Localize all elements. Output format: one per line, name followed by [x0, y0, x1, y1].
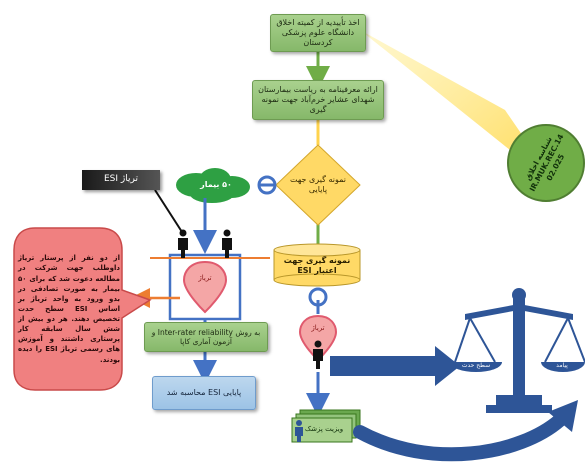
- esi-label-pointer: [154, 189, 183, 233]
- arrow-visit-to-scale-head: [548, 400, 578, 432]
- patients-cloud: [176, 168, 250, 203]
- reliability-diamond: [275, 144, 361, 226]
- inter-rater-text: به روش Inter-rater reliability و آزمون آ…: [151, 327, 261, 346]
- ethics-approval-text: اخذ تأییدیه از کمیته اخلاق دانشگاه علوم …: [276, 18, 360, 47]
- patients-count-text: ۵۰ بیمار: [200, 180, 232, 189]
- person-icon-right: [222, 229, 232, 258]
- triage-pin-right-label: تریاژ: [306, 322, 330, 334]
- person-icon-left: [178, 229, 188, 258]
- person-icon-triage-right: [313, 340, 323, 369]
- arrow-to-scale: [330, 346, 460, 386]
- arrow-visit-to-scale: [353, 413, 567, 462]
- patients-count-label: ۵۰ بیمار: [192, 178, 240, 192]
- reliability-sampling-text: نمونه گیری جهت پایایی: [290, 175, 346, 194]
- callout-box: از دو نفر از پرستار تریاژ داوطلب جهت شرک…: [18, 232, 120, 386]
- callout-shape: [13, 227, 152, 391]
- triage-pin-left-label: تریاژ: [193, 272, 217, 284]
- physician-visit-text: ویزیت پزشک: [304, 424, 344, 433]
- callout-text: از دو نفر از پرستار تریاژ داوطلب جهت شرک…: [18, 254, 121, 364]
- inter-rater-box: به روش Inter-rater reliability و آزمون آ…: [144, 322, 268, 352]
- physician-visit-label: ویزیت پزشک: [300, 420, 348, 438]
- person-icon-visit: [295, 420, 303, 442]
- ethics-code-text: شناسه اخلاق IR.MUK.REC.14 02.025: [523, 132, 566, 194]
- esi-triage-text: تریاژ ESI: [104, 174, 138, 185]
- triage-pin-left-text: تریاژ: [198, 273, 212, 282]
- reliability-sampling-label: نمونه گیری جهت پایایی: [288, 172, 348, 198]
- scale-left-label: سطح حدت: [452, 360, 500, 372]
- validity-sampling-label: نمونه گیری جهت اعتبار ESI: [276, 254, 358, 278]
- validity-sampling-text: نمونه گیری جهت اعتبار ESI: [283, 256, 351, 275]
- triage-frame: [168, 253, 242, 321]
- hospital-intro-text: ارائه معرفینامه به ریاست بیمارستان شهدای…: [258, 85, 378, 114]
- triage-pin-right-text: تریاژ: [311, 323, 325, 332]
- scale-right-label: پیامد: [540, 360, 584, 372]
- reliability-result-text: پایایی ESI محاسبه شد: [166, 388, 242, 397]
- esi-triage-tag: تریاژ ESI: [82, 170, 160, 190]
- hospital-intro-box: ارائه معرفینامه به ریاست بیمارستان شهدای…: [252, 80, 384, 120]
- ethics-approval-box: اخذ تأییدیه از کمیته اخلاق دانشگاه علوم …: [270, 14, 366, 52]
- scale-right-text: پیامد: [556, 362, 568, 370]
- scale-left-text: سطح حدت: [461, 362, 491, 370]
- triage-pin-left: [182, 260, 228, 314]
- reliability-result-box: پایایی ESI محاسبه شد: [152, 376, 256, 410]
- ethics-code-circle: [507, 124, 585, 202]
- justice-scale-icon: [450, 288, 585, 413]
- validity-cylinder: [273, 243, 361, 287]
